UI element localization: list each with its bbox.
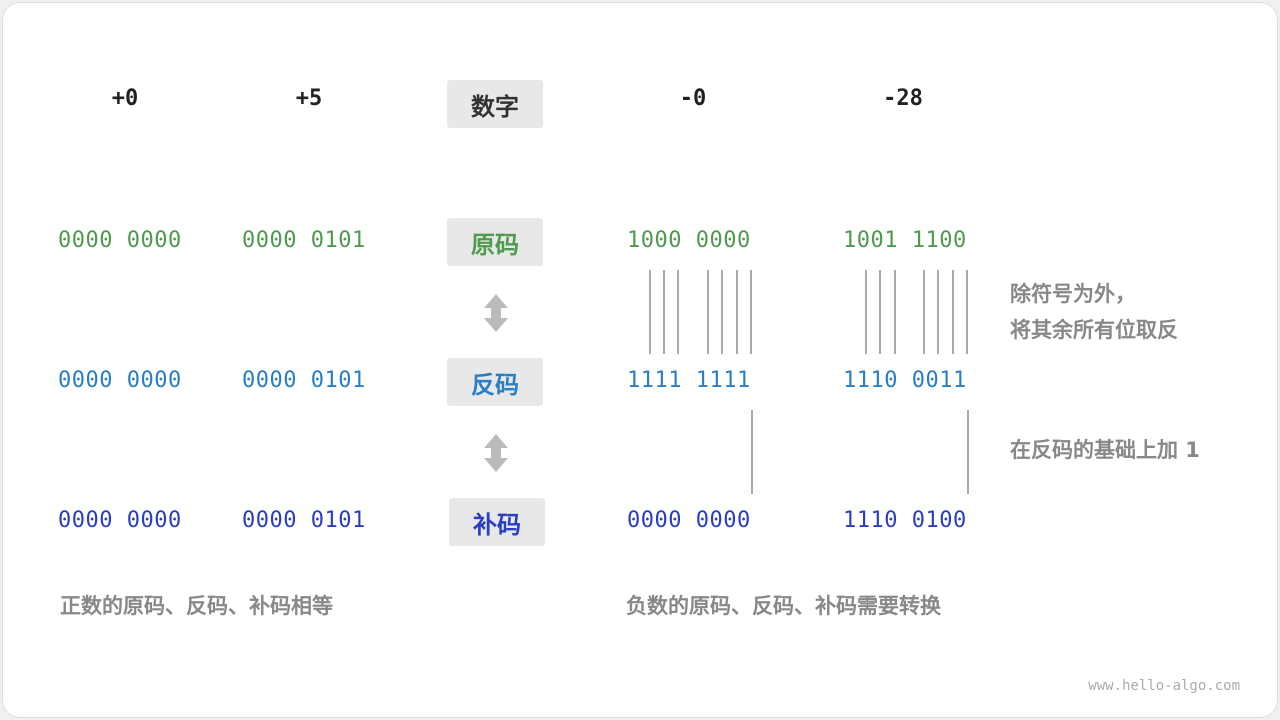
ones-complement-neg28: 1110 0011 [843, 368, 967, 393]
double-arrow-icon [484, 434, 508, 472]
number-pos0: +0 [111, 86, 139, 111]
add-one-note: 在反码的基础上加 1 [1010, 438, 1200, 462]
invert-lines-neg0 [649, 270, 752, 354]
sign-magnitude-neg0: 1000 0000 [627, 228, 751, 253]
ones-complement-neg0: 1111 1111 [627, 368, 751, 393]
invert-lines-neg28 [865, 270, 968, 354]
twos-complement-pos5: 0000 0101 [242, 508, 366, 533]
ones-complement-pos0: 0000 0000 [58, 368, 182, 393]
label-twos-complement: 补码 [449, 498, 545, 546]
negative-caption: 负数的原码、反码、补码需要转换 [626, 594, 941, 618]
label-number: 数字 [447, 80, 543, 128]
double-arrow-icon [484, 294, 508, 332]
invert-note: 除符号为外， 将其余所有位取反 [1010, 276, 1178, 348]
number-neg0: -0 [679, 86, 707, 111]
positive-caption: 正数的原码、反码、补码相等 [60, 594, 333, 618]
site-watermark: www.hello-algo.com [1088, 678, 1240, 694]
twos-complement-neg0: 0000 0000 [627, 508, 751, 533]
number-pos5: +5 [295, 86, 323, 111]
sign-magnitude-pos5: 0000 0101 [242, 228, 366, 253]
invert-note-line2: 将其余所有位取反 [1010, 318, 1178, 342]
sign-magnitude-neg28: 1001 1100 [843, 228, 967, 253]
label-sign-magnitude: 原码 [447, 218, 543, 266]
ones-complement-pos5: 0000 0101 [242, 368, 366, 393]
sign-magnitude-pos0: 0000 0000 [58, 228, 182, 253]
twos-complement-pos0: 0000 0000 [58, 508, 182, 533]
twos-complement-neg28: 1110 0100 [843, 508, 967, 533]
number-neg28: -28 [883, 86, 923, 111]
label-ones-complement: 反码 [447, 358, 543, 406]
invert-note-line1: 除符号为外， [1010, 282, 1136, 306]
